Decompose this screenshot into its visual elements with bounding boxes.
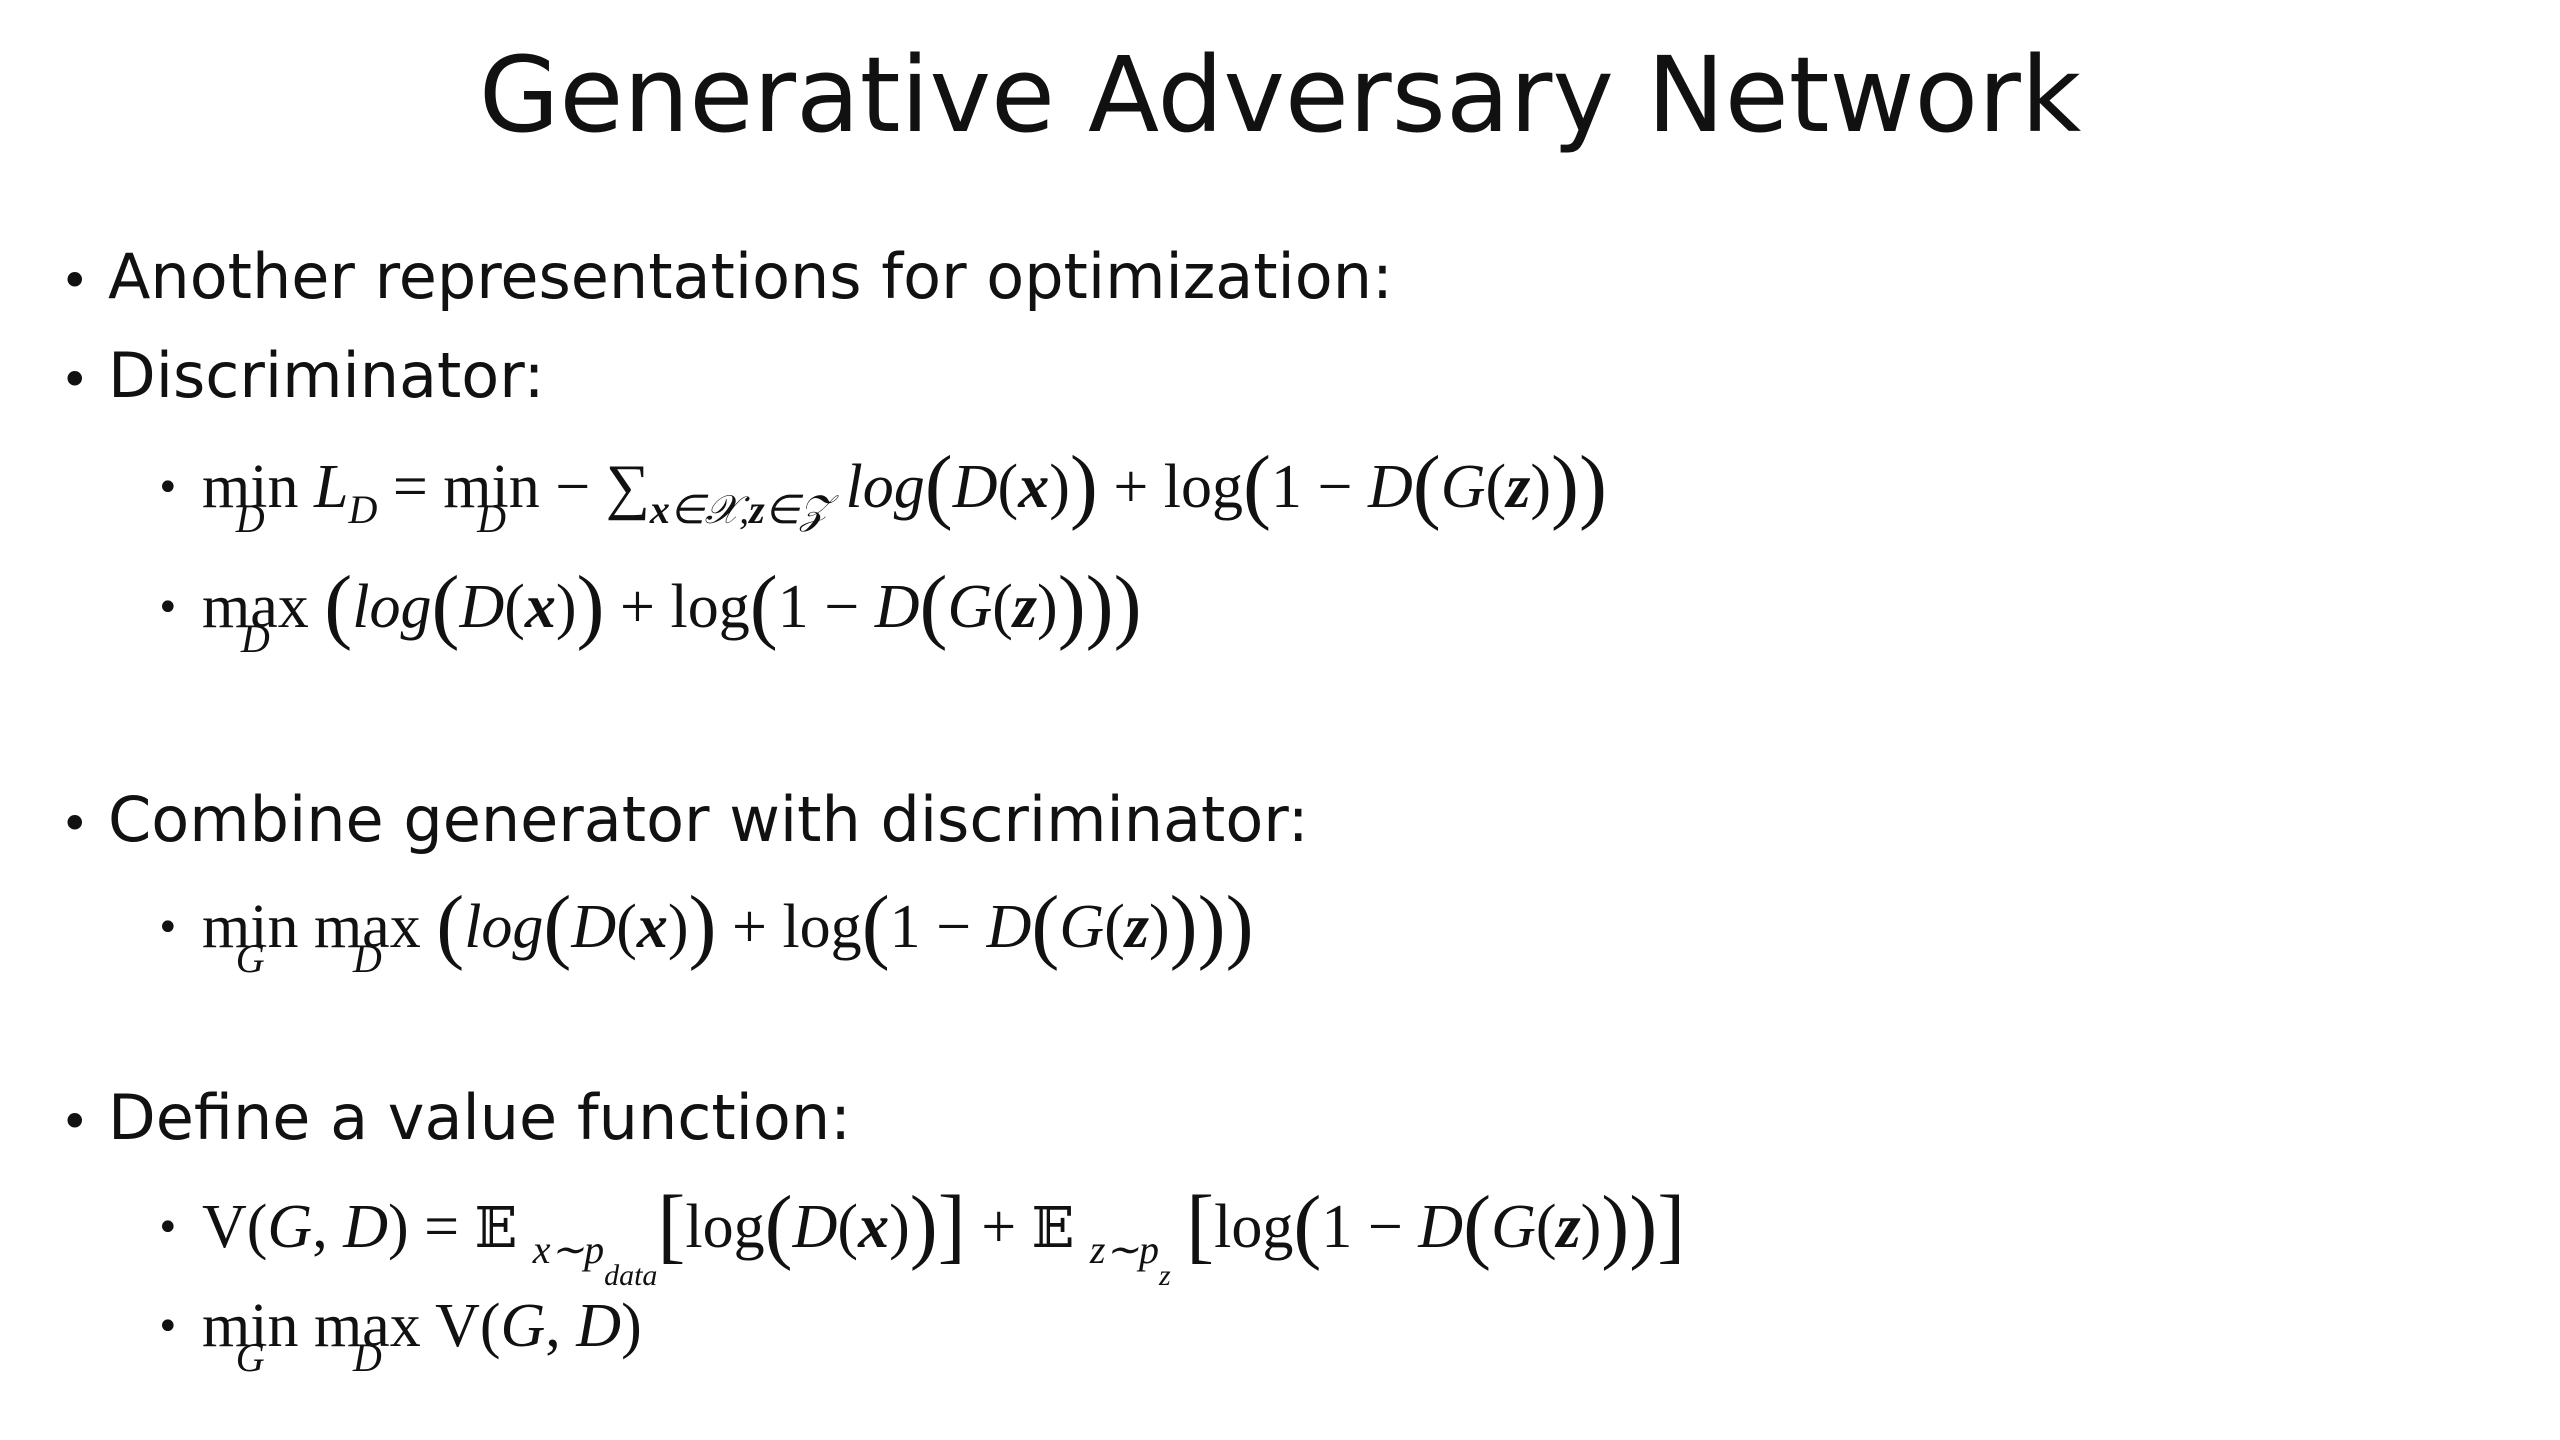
bullet-text: Discriminator: (108, 339, 545, 412)
formula-value-function: • V(G, D) = 𝔼 x∼pdata[log(D(x))] + 𝔼 z∼pz… (156, 1179, 1686, 1316)
sub-bullet-dot: • (156, 905, 180, 951)
sub-bullet-dot: • (156, 1304, 180, 1350)
bullet-dot: • (60, 351, 90, 409)
bullet-dot: • (60, 1093, 90, 1151)
math-expression: V(G, D) = 𝔼 x∼pdata[log(D(x))] + 𝔼 z∼pz … (202, 1179, 1686, 1293)
bullet-combine: • Combine generator with discriminator: (60, 780, 1309, 864)
bullet-text: Define a value function: (108, 1081, 852, 1154)
sub-bullet-dot: • (156, 465, 180, 511)
bullet-discriminator: • Discriminator: (60, 336, 545, 420)
bullet-value-function: • Define a value function: (60, 1078, 851, 1162)
slide-title: Generative Adversary Network (478, 34, 2082, 156)
bullet-optimization-intro: • Another representations for optimizatio… (60, 237, 1393, 321)
bullet-dot: • (60, 795, 90, 853)
bullet-text: Another representations for optimization… (108, 240, 1393, 313)
bullet-text: Combine generator with discriminator: (108, 783, 1309, 856)
sub-bullet-dot: • (156, 585, 180, 631)
sub-bullet-dot: • (156, 1205, 180, 1251)
bullet-dot: • (60, 252, 90, 310)
